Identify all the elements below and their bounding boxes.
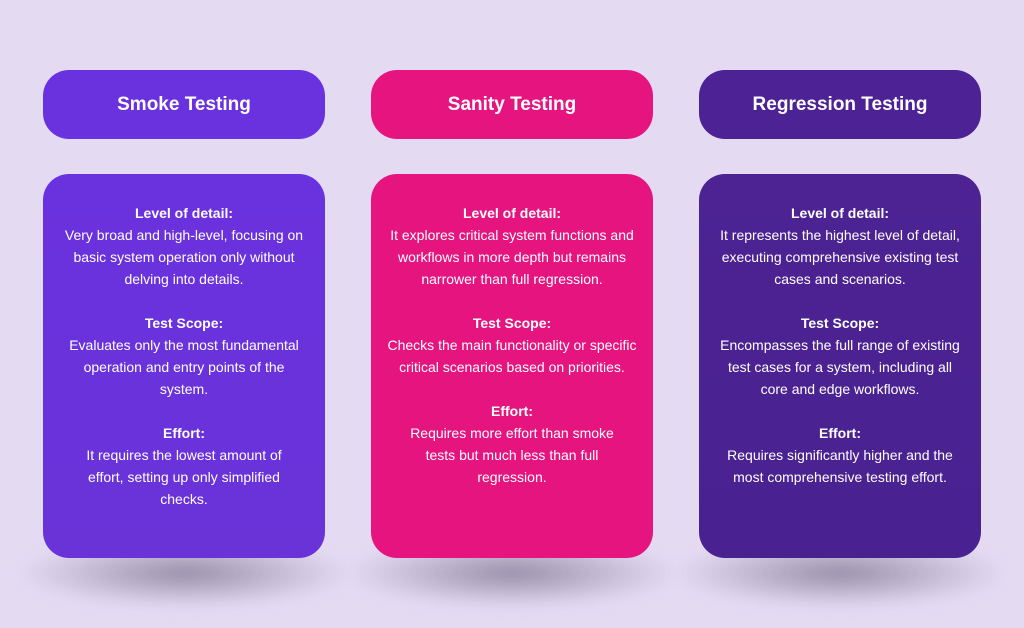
section-heading: Level of detail:	[134, 205, 234, 221]
section-heading: Effort:	[163, 425, 205, 441]
section-heading: Level of detail:	[790, 205, 890, 221]
section-heading: Test Scope:	[144, 315, 224, 331]
section-text: It explores critical system functions an…	[390, 227, 634, 287]
sanity-testing-title: Sanity Testing	[447, 93, 577, 115]
section-text: Checks the main functionality or specifi…	[387, 337, 637, 375]
test-scope-section: Test Scope: Evaluates only the most fund…	[59, 312, 309, 400]
smoke-testing-card: Level of detail: Very broad and high-lev…	[43, 174, 325, 558]
sanity-testing-title-pill: Sanity Testing	[371, 70, 653, 139]
regression-testing-title-pill: Regression Testing	[699, 70, 981, 139]
section-text: Encompasses the full range of existing t…	[720, 337, 960, 397]
section-heading: Test Scope:	[800, 315, 880, 331]
level-of-detail-section: Level of detail: It represents the highe…	[715, 202, 965, 290]
sanity-testing-card: Level of detail: It explores critical sy…	[371, 174, 653, 558]
effort-section: Effort: Requires more effort than smoke …	[387, 400, 637, 488]
section-heading: Level of detail:	[462, 205, 562, 221]
level-of-detail-section: Level of detail: It explores critical sy…	[387, 202, 637, 290]
regression-testing-card: Level of detail: It represents the highe…	[699, 174, 981, 558]
section-heading: Test Scope:	[472, 315, 552, 331]
level-of-detail-section: Level of detail: Very broad and high-lev…	[59, 202, 309, 290]
section-text: It represents the highest level of detai…	[720, 227, 960, 287]
section-heading: Effort:	[491, 403, 533, 419]
section-text: Evaluates only the most fundamental oper…	[69, 337, 299, 397]
section-text: Requires significantly higher and the mo…	[727, 447, 953, 485]
smoke-testing-title: Smoke Testing	[117, 93, 251, 115]
section-text: Very broad and high-level, focusing on b…	[64, 227, 304, 287]
regression-testing-title: Regression Testing	[752, 93, 928, 115]
section-text: Requires more effort than smoke tests bu…	[410, 425, 614, 485]
test-scope-section: Test Scope: Checks the main functionalit…	[387, 312, 637, 378]
section-text: It requires the lowest amount of effort,…	[86, 447, 282, 507]
smoke-testing-title-pill: Smoke Testing	[43, 70, 325, 139]
effort-section: Effort: Requires significantly higher an…	[715, 422, 965, 488]
test-scope-section: Test Scope: Encompasses the full range o…	[715, 312, 965, 400]
effort-section: Effort: It requires the lowest amount of…	[59, 422, 309, 510]
section-heading: Effort:	[819, 425, 861, 441]
